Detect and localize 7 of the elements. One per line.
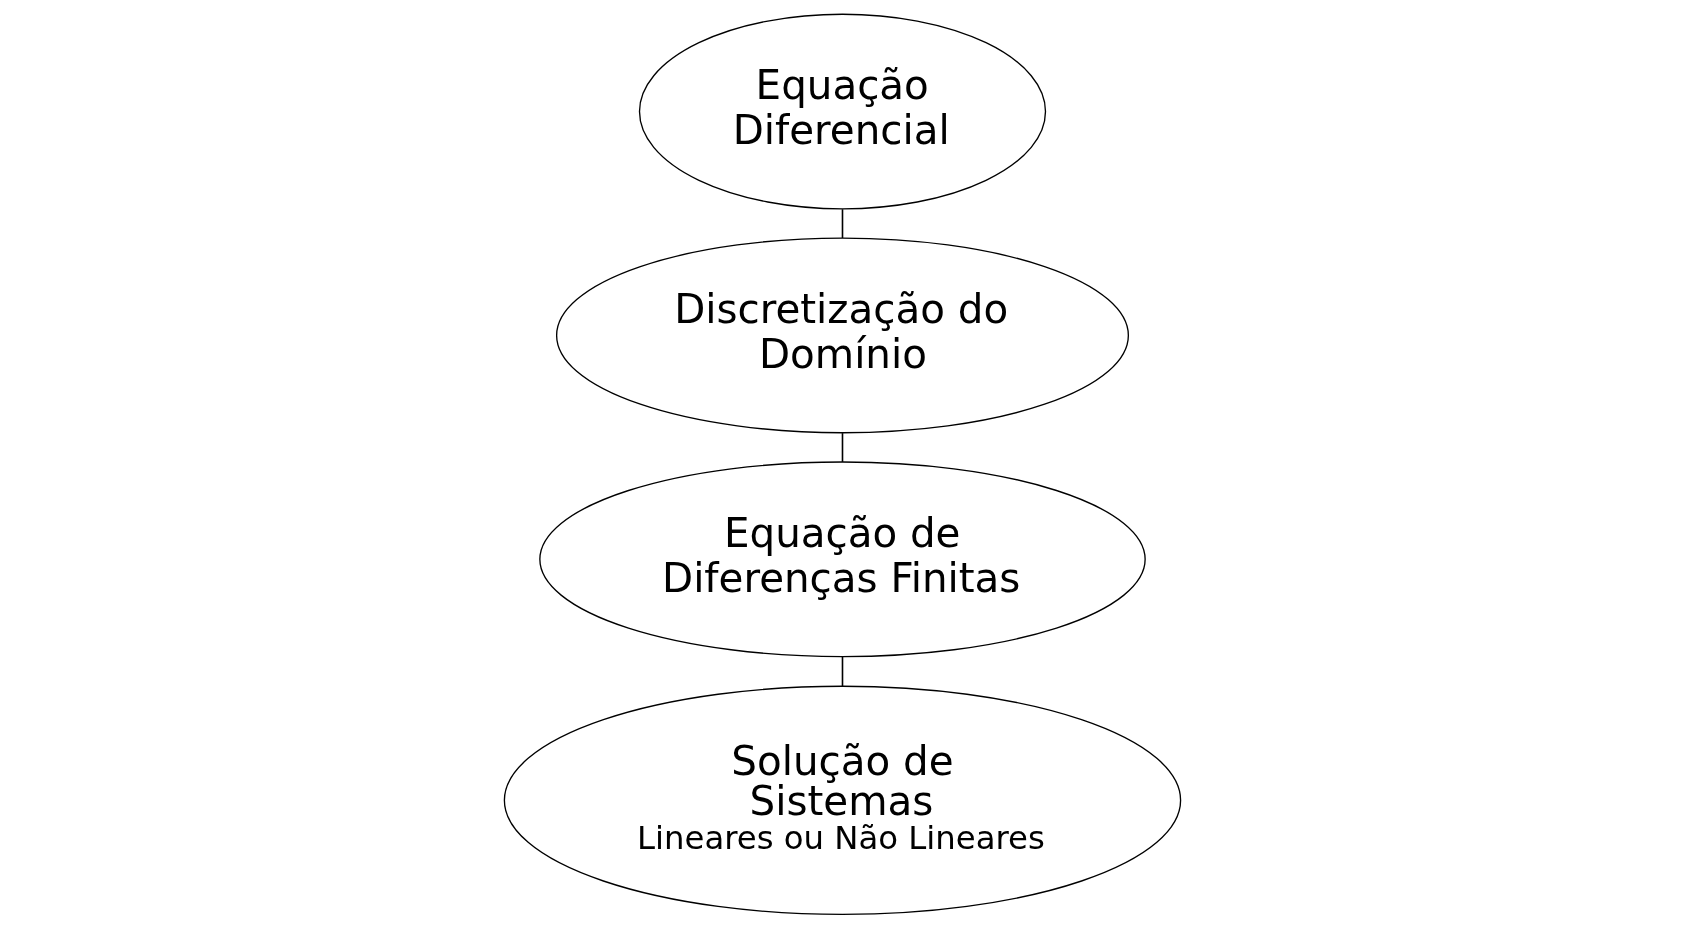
node-ellipse: Equação Diferencial bbox=[638, 13, 1047, 209]
connector bbox=[841, 207, 844, 239]
node-ellipse: Equação de Diferenças Finitas bbox=[539, 460, 1146, 657]
connector bbox=[841, 431, 844, 463]
node-ellipse: Solução de Sistemas Lineares ou Não Lineares bbox=[503, 685, 1182, 915]
node-ellipse: Discretização do Domínio bbox=[555, 236, 1130, 433]
connector bbox=[841, 655, 844, 687]
